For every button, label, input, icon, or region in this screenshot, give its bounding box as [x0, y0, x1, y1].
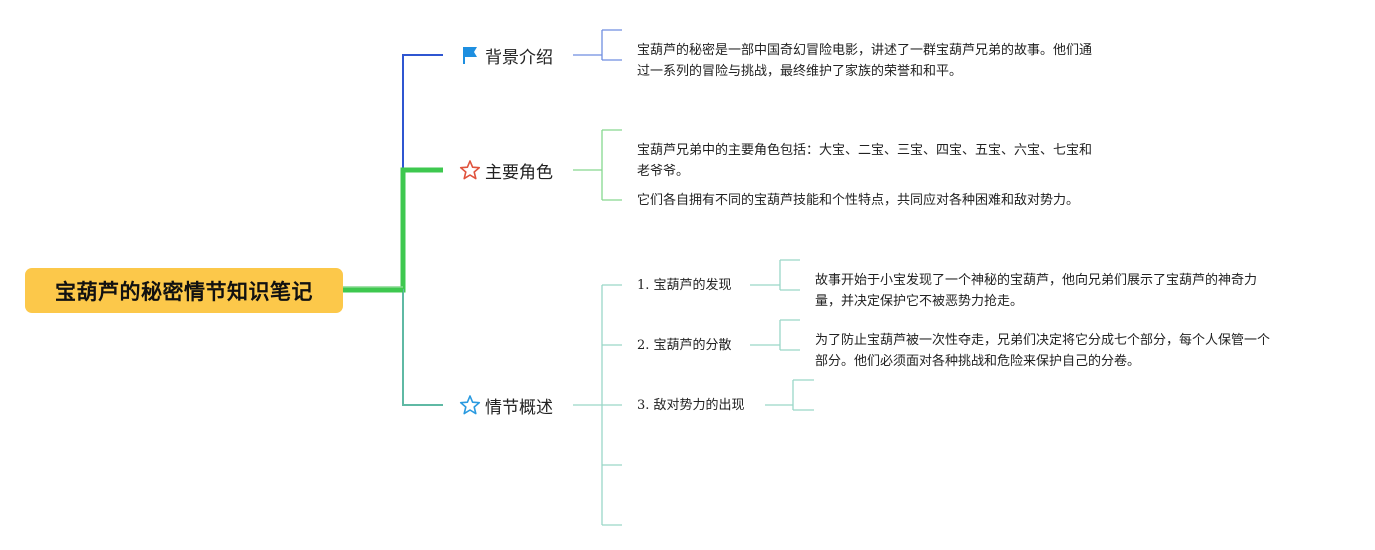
connector-branch3-items: [573, 284, 622, 526]
root-title: 宝葫芦的秘密情节知识笔记: [55, 279, 313, 304]
leaf-characters-text-1[interactable]: 宝葫芦兄弟中的主要角色包括：大宝、二宝、三宝、四宝、五宝、六宝、七宝和 老爷爷。: [637, 140, 1092, 182]
connector-branch1-leaf: [573, 29, 622, 61]
text-line: 它们各自拥有不同的宝葫芦技能和个性特点，共同应对各种困难和敌对势力。: [637, 193, 1080, 208]
branch-label: 主要角色: [485, 162, 553, 183]
connector-item1-leaf: [750, 259, 800, 291]
branch-background[interactable]: 背景介绍: [443, 37, 573, 73]
text-line: 老爷爷。: [637, 164, 690, 179]
text-line: 量，并决定保护它不被恶势力抢走。: [815, 294, 1024, 309]
plot-item-1-detail[interactable]: 故事开始于小宝发现了一个神秘的宝葫芦，他向兄弟们展示了宝葫芦的神奇力 量，并决定…: [815, 270, 1257, 312]
item-label: 1. 宝葫芦的发现: [637, 278, 732, 293]
text-line: 宝葫芦兄弟中的主要角色包括：大宝、二宝、三宝、四宝、五宝、六宝、七宝和: [637, 143, 1093, 158]
root-topic[interactable]: 宝葫芦的秘密情节知识笔记: [25, 268, 343, 313]
branch-plot[interactable]: 情节概述: [443, 387, 573, 423]
blue-flag-icon: [463, 47, 477, 64]
text-line: 为了防止宝葫芦被一次性夺走，兄弟们决定将它分成七个部分，每个人保管一个: [815, 333, 1271, 348]
plot-item-1[interactable]: 1. 宝葫芦的发现: [637, 275, 732, 296]
text-line: 故事开始于小宝发现了一个神秘的宝葫芦，他向兄弟们展示了宝葫芦的神奇力: [815, 273, 1258, 288]
connector-item3-leaf: [765, 379, 814, 411]
branch-characters[interactable]: 主要角色: [443, 152, 573, 188]
connector-branch2-leaves: [573, 129, 622, 201]
branch-label: 背景介绍: [485, 47, 553, 68]
plot-item-3[interactable]: 3. 敌对势力的出现: [637, 395, 745, 416]
branch-label: 情节概述: [485, 397, 553, 418]
text-line: 过一系列的冒险与挑战，最终维护了家族的荣誉和和平。: [637, 64, 963, 79]
text-line: 部分。他们必须面对各种挑战和危险来保护自己的分卷。: [815, 354, 1141, 369]
leaf-background-text[interactable]: 宝葫芦的秘密是一部中国奇幻冒险电影，讲述了一群宝葫芦兄弟的故事。他们通 过一系列…: [637, 40, 1092, 82]
blue-star-outline-icon: [459, 395, 481, 415]
text-line: 宝葫芦的秘密是一部中国奇幻冒险电影，讲述了一群宝葫芦兄弟的故事。他们通: [637, 43, 1093, 58]
leaf-characters-text-2[interactable]: 它们各自拥有不同的宝葫芦技能和个性特点，共同应对各种困难和敌对势力。: [637, 190, 1079, 211]
connector-root-branch2: [343, 167, 443, 293]
plot-item-2-detail[interactable]: 为了防止宝葫芦被一次性夺走，兄弟们决定将它分成七个部分，每个人保管一个 部分。他…: [815, 330, 1270, 372]
item-label: 3. 敌对势力的出现: [637, 398, 745, 413]
red-star-outline-icon: [459, 160, 481, 180]
plot-item-2[interactable]: 2. 宝葫芦的分散: [637, 335, 732, 356]
item-label: 2. 宝葫芦的分散: [637, 338, 732, 353]
connector-root-branch3: [343, 289, 443, 406]
connector-item2-leaf: [750, 319, 800, 351]
